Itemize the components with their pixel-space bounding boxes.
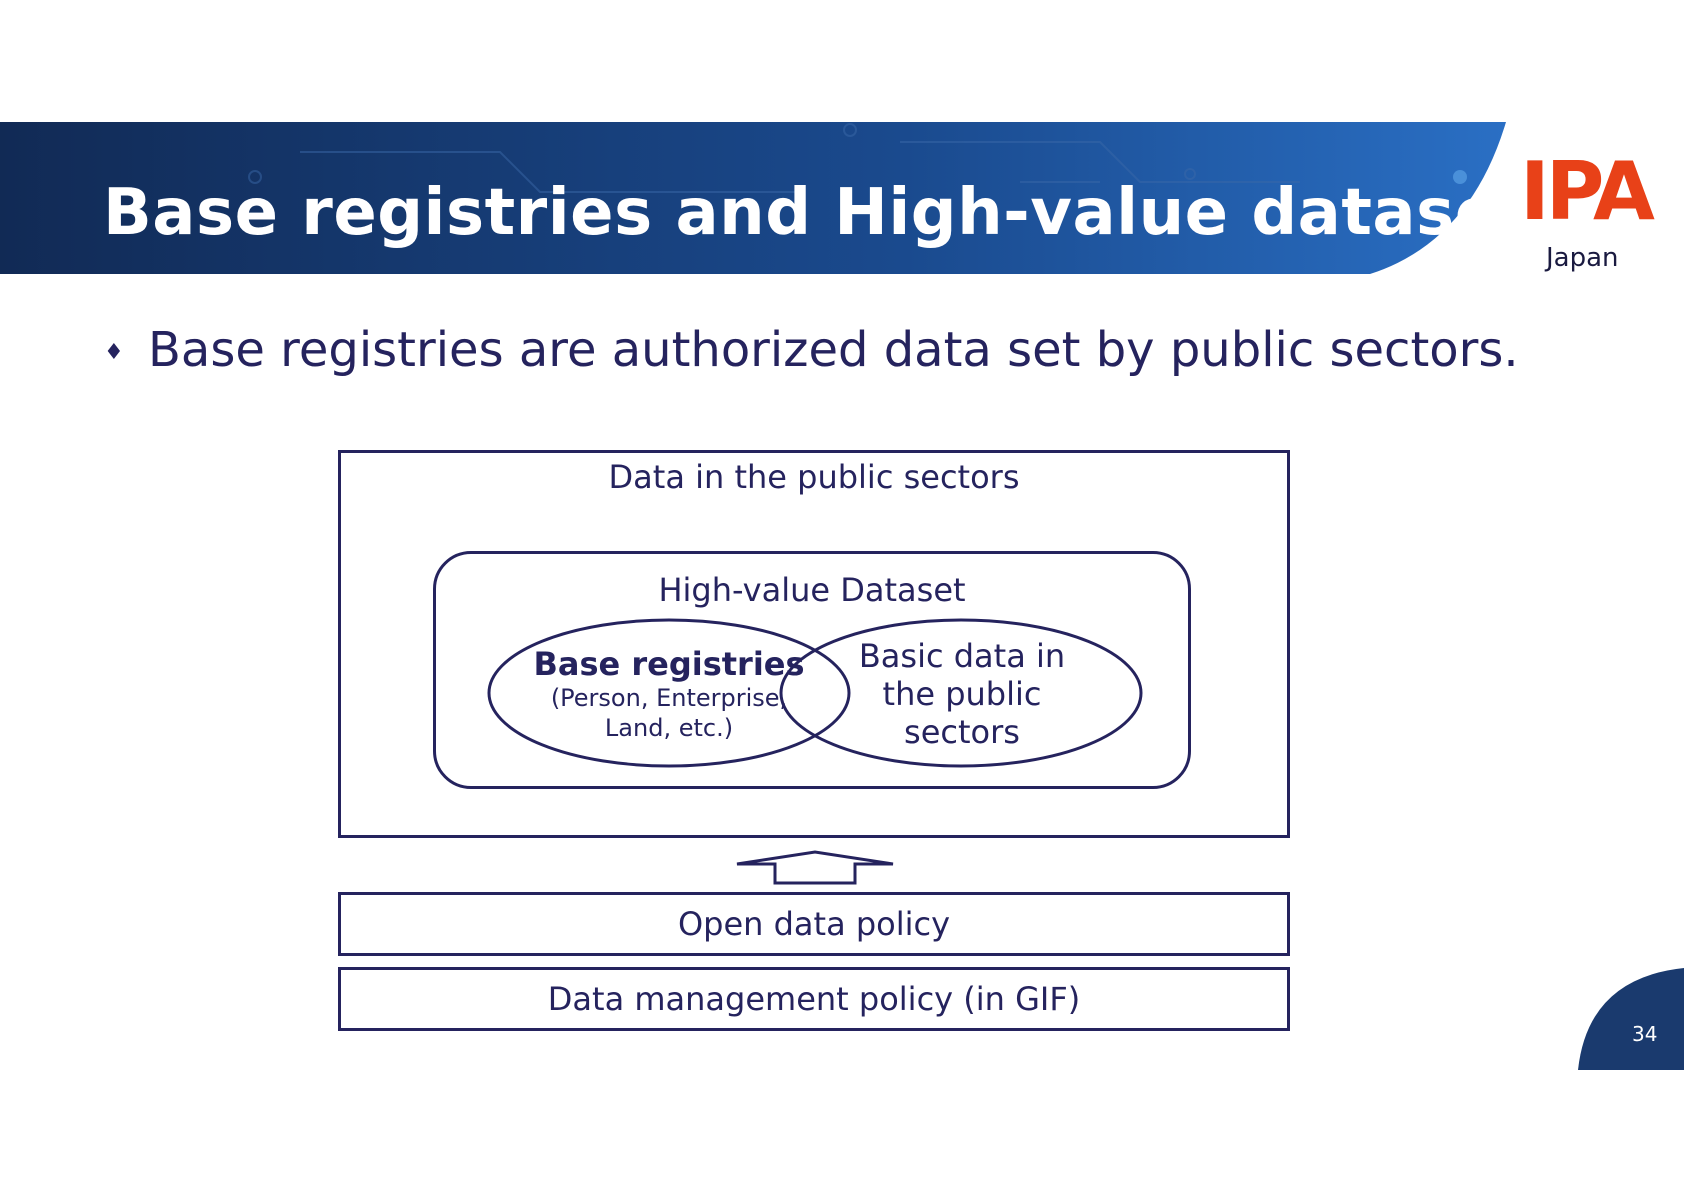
data-management-policy-box: Data management policy (in GIF)	[338, 967, 1290, 1031]
base-registries-line1: (Person, Enterprise,	[550, 684, 788, 712]
basic-data-line3: sectors	[904, 713, 1020, 751]
basic-data-line2: the public	[882, 675, 1042, 713]
banner-background	[0, 122, 1506, 274]
header-banner	[0, 122, 1684, 274]
bullet-text: Base registries are authorized data set …	[148, 322, 1519, 378]
open-data-policy-box: Open data policy	[338, 892, 1290, 956]
slide-title: Base registries and High-value dataset	[103, 176, 1530, 250]
page-number-shape	[1578, 968, 1684, 1070]
page-number: 34	[1632, 1022, 1658, 1046]
open-data-policy-label: Open data policy	[677, 905, 951, 943]
data-management-policy-label: Data management policy (in GIF)	[547, 980, 1081, 1018]
base-registries-title: Base registries	[533, 645, 805, 683]
base-registries-ellipse	[487, 618, 851, 768]
inner-box-label: High-value Dataset	[658, 571, 966, 609]
outer-box-label: Data in the public sectors	[608, 458, 1020, 496]
basic-data-ellipse	[779, 618, 1143, 768]
logo-subtext: Japan	[1546, 243, 1619, 273]
up-arrow-icon	[736, 850, 894, 885]
basic-data-line1: Basic data in	[858, 637, 1066, 675]
diamond-bullet-icon: ♦	[104, 340, 124, 365]
base-registries-line2: Land, etc.)	[604, 714, 734, 742]
ipa-logo: IPA	[1520, 145, 1655, 238]
